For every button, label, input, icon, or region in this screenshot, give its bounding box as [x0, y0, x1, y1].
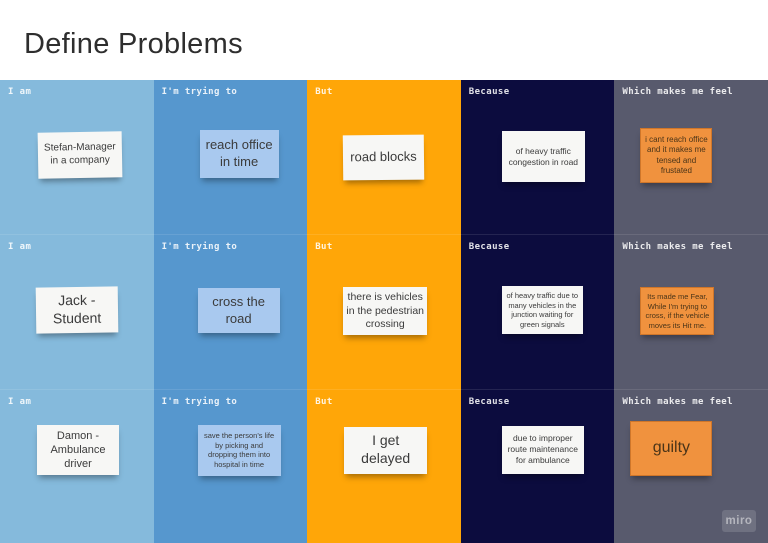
frame-title-trying-to[interactable]: I'm trying to: [161, 396, 238, 407]
frame-title-trying-to[interactable]: I'm trying to: [161, 87, 238, 97]
sticky-note[interactable]: Jack - Student: [35, 286, 119, 334]
sticky-note[interactable]: of heavy traffic congestion in road: [501, 131, 585, 182]
cell-but-row1: But road blocks: [307, 80, 461, 235]
frame-title-but[interactable]: But: [315, 396, 333, 407]
cell-but-row2: But there is vehicles in the pedestrian …: [307, 234, 461, 389]
sticky-note[interactable]: i cant reach office and it makes me tens…: [640, 128, 713, 183]
cell-trying-to-row2: I'm trying to cross the road: [153, 234, 308, 389]
sticky-note[interactable]: reach office in time: [199, 130, 279, 178]
sticky-note[interactable]: due to improper route maintenance for am…: [501, 425, 584, 474]
frame-title-i-am[interactable]: I am: [8, 396, 32, 407]
frame-title-feel[interactable]: Which makes me feel: [622, 396, 733, 407]
frame-title-because[interactable]: Because: [468, 396, 510, 407]
cell-i-am-row3: I am Damon - Ambulance driver: [0, 388, 154, 543]
sticky-note[interactable]: cross the road: [197, 288, 280, 334]
sticky-note[interactable]: road blocks: [342, 134, 425, 181]
cell-i-am-row1: I am Stefan-Manager in a company: [0, 80, 154, 235]
miro-board-canvas: I am Stefan-Manager in a company I'm try…: [0, 80, 768, 543]
cell-trying-to-row3: I'm trying to save the person's life by …: [153, 388, 308, 543]
frame-title-but[interactable]: But: [315, 87, 333, 97]
sticky-note[interactable]: Damon - Ambulance driver: [37, 424, 119, 475]
frame-title-trying-to[interactable]: I'm trying to: [161, 242, 238, 253]
frame-title-because[interactable]: Because: [468, 87, 510, 97]
frame-title-i-am[interactable]: I am: [8, 87, 32, 97]
frame-title-feel[interactable]: Which makes me feel: [622, 242, 733, 253]
cell-because-row3: Because due to improper route maintenanc…: [460, 388, 615, 543]
sticky-note[interactable]: Stefan-Manager in a company: [37, 131, 123, 179]
board-title[interactable]: Define Problems: [24, 28, 243, 60]
cell-trying-to-row1: I'm trying to reach office in time: [153, 80, 308, 235]
cell-feel-row2: Which makes me feel Its made me Fear, Wh…: [614, 234, 768, 389]
sticky-note[interactable]: I get delayed: [344, 426, 428, 474]
cell-feel-row1: Which makes me feel i cant reach office …: [614, 80, 768, 235]
frame-title-i-am[interactable]: I am: [8, 242, 32, 253]
frame-title-feel[interactable]: Which makes me feel: [622, 87, 733, 97]
cell-because-row1: Because of heavy traffic congestion in r…: [460, 80, 615, 235]
sticky-note[interactable]: of heavy traffic due to many vehicles in…: [501, 286, 583, 335]
cell-because-row2: Because of heavy traffic due to many veh…: [460, 234, 615, 389]
miro-watermark-text: miro: [725, 515, 753, 527]
frame-title-because[interactable]: Because: [468, 242, 510, 253]
sticky-note[interactable]: Its made me Fear, While I'm trying to cr…: [640, 287, 715, 336]
sticky-note[interactable]: there is vehicles in the pedestrian cros…: [343, 287, 428, 336]
cell-i-am-row2: I am Jack - Student: [0, 234, 154, 389]
miro-watermark: miro: [722, 510, 756, 532]
frame-title-but[interactable]: But: [315, 242, 333, 253]
cell-feel-row3: Which makes me feel guilty: [614, 388, 768, 543]
sticky-note[interactable]: save the person's life by picking and dr…: [197, 424, 281, 476]
sticky-note[interactable]: guilty: [630, 420, 713, 476]
cell-but-row3: But I get delayed: [307, 388, 461, 543]
